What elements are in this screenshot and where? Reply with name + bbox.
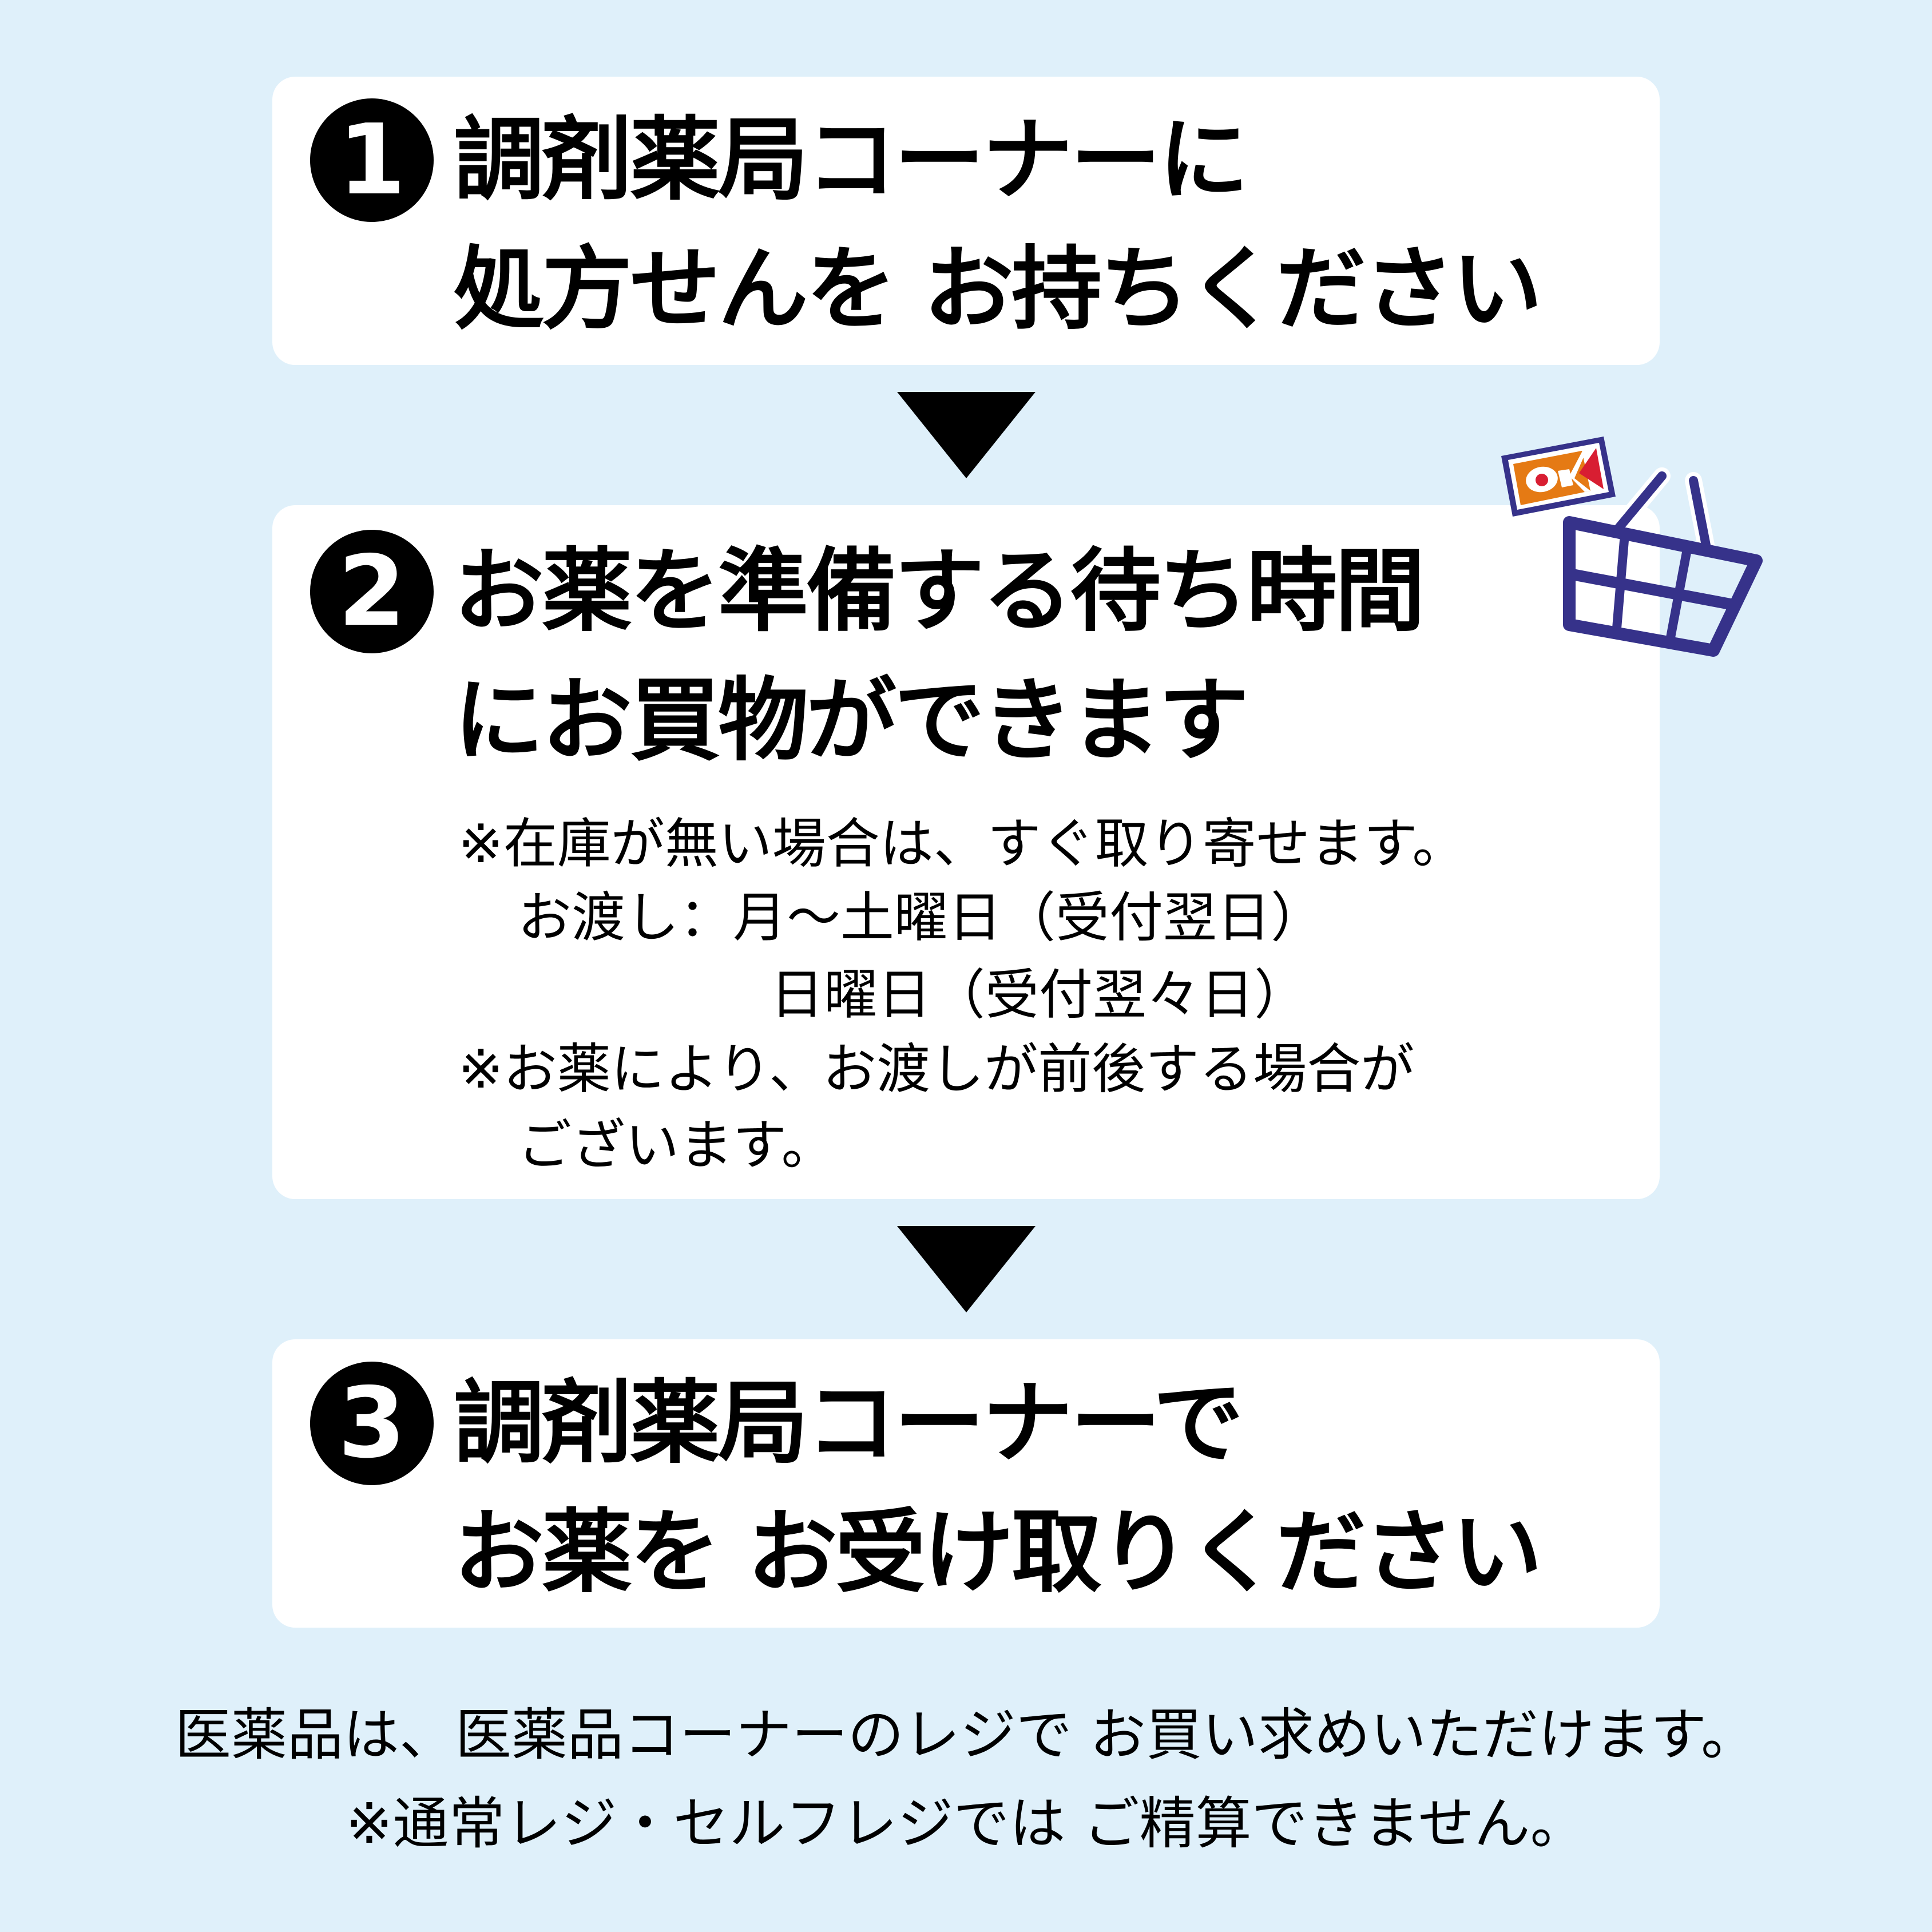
step-2-card: 2 お薬を準備する待ち時間 にお買物ができます ※在庫が無い場合は、すぐ取り寄せ…	[272, 505, 1660, 1199]
step-number-badge: 3	[310, 1362, 434, 1485]
step-number-badge: 2	[310, 530, 434, 653]
step-2-line-1: お薬を準備する待ち時間	[454, 539, 1425, 644]
ok-logo	[1501, 437, 1616, 517]
note-stock: ※在庫が無い場合は、すぐ取り寄せます。	[458, 813, 1466, 875]
step-3-card: 3 調剤薬局コーナーで お薬を お受け取りください	[272, 1339, 1660, 1628]
step-number-badge: 1	[310, 98, 434, 222]
down-arrow-icon	[897, 392, 1036, 478]
note-variation: ※お薬により、お渡しが前後する場合が	[458, 1038, 1415, 1101]
step-1-card: 1 調剤薬局コーナーに 処方せんを お持ちください	[272, 77, 1660, 365]
step-2-line-2: にお買物ができます	[454, 668, 1249, 773]
step-3-line-1: 調剤薬局コーナーで	[454, 1371, 1244, 1476]
step-3-line-2: お薬を お受け取りください	[454, 1500, 1542, 1605]
footer-line-1: 医薬品は、医薬品コーナーのレジで お買い求めいただけます。	[174, 1703, 1758, 1768]
ok-shopping-basket-icon	[1501, 437, 1763, 657]
note-variation-cont: ございます。	[518, 1114, 835, 1177]
footer-line-2: ※通常レジ・セルフレジでは ご精算できません。	[346, 1791, 1586, 1856]
step-1-line-1: 調剤薬局コーナーに	[454, 108, 1249, 213]
note-delivery-sunday: 日曜日（受付翌々日）	[770, 964, 1308, 1026]
down-arrow-icon	[897, 1226, 1036, 1312]
basket	[1563, 467, 1763, 657]
step-1-line-2: 処方せんを お持ちください	[454, 237, 1542, 342]
note-delivery-weekday: お渡し：月～土曜日（受付翌日）	[518, 887, 1325, 949]
